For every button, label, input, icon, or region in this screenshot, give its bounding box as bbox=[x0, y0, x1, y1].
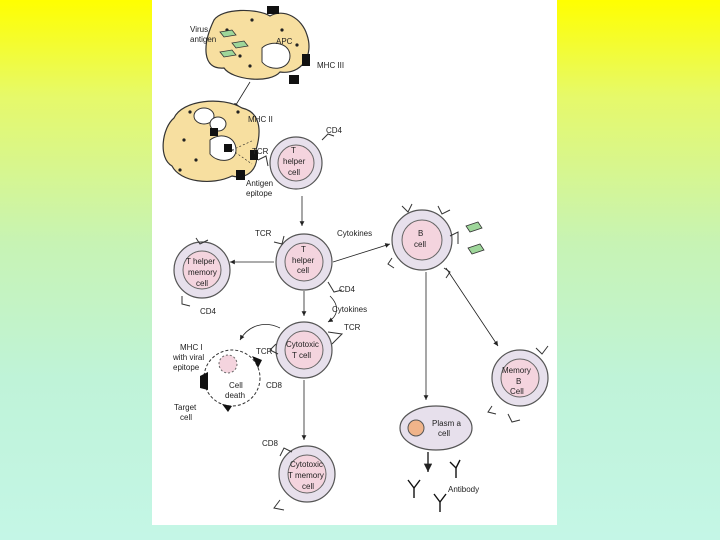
label-cd8-2: CD8 bbox=[262, 439, 279, 448]
label-ct-memory-b: T memory bbox=[288, 471, 324, 480]
label-cell-death-a: Cell bbox=[229, 381, 243, 390]
label-cd4-2: CD4 bbox=[200, 307, 217, 316]
immune-response-diagram: Virus antigen APC MHC III MHC II TCR Ant… bbox=[152, 0, 557, 525]
label-mhc-i-a: MHC I bbox=[180, 343, 203, 352]
label-th-memory-b: memory bbox=[188, 268, 217, 277]
label-antibody: Antibody bbox=[448, 485, 479, 494]
label-t-helper-2-b: helper bbox=[292, 256, 315, 265]
label-mhc-i-c: epitope bbox=[173, 363, 200, 372]
label-virus-antigen-1: Virus bbox=[190, 25, 208, 34]
label-virus-antigen-2: antigen bbox=[190, 35, 216, 44]
label-antigen-epitope-2: epitope bbox=[246, 189, 273, 198]
plasma-cell bbox=[400, 406, 472, 450]
antigen-icon bbox=[466, 222, 484, 254]
label-t-helper-2-c: cell bbox=[297, 266, 309, 275]
cytotoxic-t-cell bbox=[270, 322, 342, 378]
label-memory-b-a: Memory bbox=[502, 366, 531, 375]
label-ct-memory-a: Cytotoxic bbox=[290, 460, 323, 469]
label-antigen-epitope-1: Antigen bbox=[246, 179, 273, 188]
label-tcr-3: TCR bbox=[344, 323, 361, 332]
label-t-helper-1-b: helper bbox=[283, 157, 306, 166]
label-b-cell-b: cell bbox=[414, 240, 426, 249]
label-tcr-2: TCR bbox=[255, 229, 272, 238]
label-th-memory-a: T helper bbox=[186, 257, 216, 266]
label-cell-death-b: death bbox=[225, 391, 245, 400]
label-cd4-1: CD4 bbox=[326, 126, 343, 135]
label-cytotoxic-b: T cell bbox=[292, 351, 311, 360]
label-t-helper-2-a: T bbox=[301, 245, 306, 254]
apc-cell bbox=[206, 6, 310, 84]
label-th-memory-c: cell bbox=[196, 279, 208, 288]
label-cytokines-1: Cytokines bbox=[337, 229, 372, 238]
label-t-helper-1-c: cell bbox=[288, 168, 300, 177]
label-cytotoxic-a: Cytotoxic bbox=[286, 340, 319, 349]
apc-processing-cell bbox=[163, 101, 259, 181]
label-mhc-i-b: with viral bbox=[172, 353, 204, 362]
label-cytokines-2: Cytokines bbox=[332, 305, 367, 314]
label-tcr-1: TCR bbox=[252, 147, 269, 156]
label-cd8-1: CD8 bbox=[266, 381, 283, 390]
diagram-panel: Virus antigen APC MHC III MHC II TCR Ant… bbox=[152, 0, 557, 525]
label-plasma-a: Plasm a bbox=[432, 419, 461, 428]
label-target-cell-b: cell bbox=[180, 413, 192, 422]
label-tcr-4: TCR bbox=[256, 347, 273, 356]
label-b-cell-a: B bbox=[418, 229, 423, 238]
label-ct-memory-c: cell bbox=[302, 482, 314, 491]
label-apc: APC bbox=[276, 37, 293, 46]
label-cd4-3: CD4 bbox=[339, 285, 356, 294]
label-target-cell-a: Target bbox=[174, 403, 197, 412]
label-memory-b-c: Cell bbox=[510, 387, 524, 396]
label-t-helper-1-a: T bbox=[291, 146, 296, 155]
label-plasma-b: cell bbox=[438, 429, 450, 438]
label-mhc-ii: MHC II bbox=[248, 115, 273, 124]
label-memory-b-b: B bbox=[516, 377, 521, 386]
label-mhc-iii: MHC III bbox=[317, 61, 344, 70]
